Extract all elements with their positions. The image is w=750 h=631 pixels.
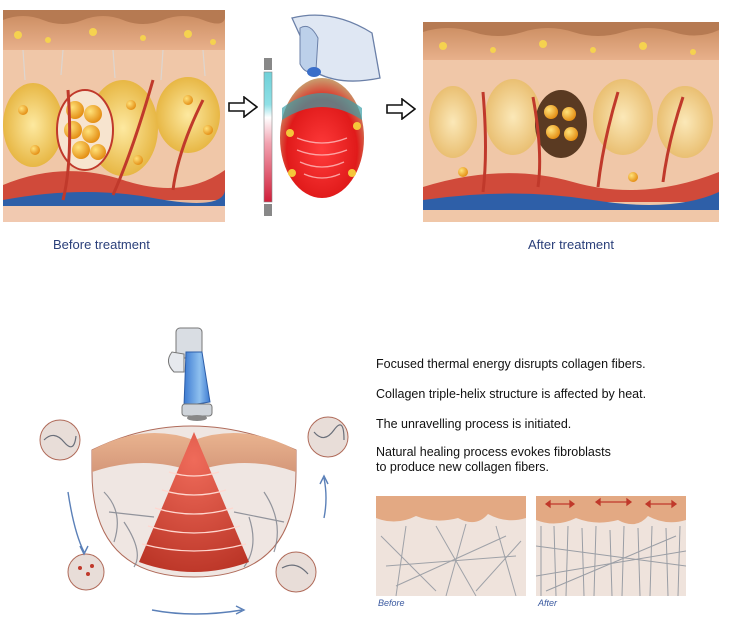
before-treatment-caption: Before treatment [53,237,150,252]
collagen-before-panel [376,496,526,596]
after-treatment-illustration [423,22,719,222]
bullet-healing-line1: Natural healing process evokes fibroblas… [376,445,611,459]
bullet-unravelling: The unravelling process is initiated. [376,417,572,431]
bullet-thermal-energy: Focused thermal energy disrupts collagen… [376,357,646,371]
bullet-healing: Natural healing process evokes fibroblas… [376,445,736,475]
collagen-after-label: After [538,598,558,608]
bullet-healing-line2: to produce new collagen fibers. [376,460,550,474]
right-arrow-icon [386,98,416,120]
hifu-collagen-illustration [34,322,354,622]
right-arrow-icon [228,96,258,118]
heated-tissue-illustration [272,8,384,206]
collagen-after-panel [536,496,686,596]
before-treatment-illustration [3,10,225,222]
temperature-scale-icon [262,58,274,218]
collagen-before-label: Before [378,598,405,608]
after-treatment-caption: After treatment [528,237,614,252]
bullet-triple-helix: Collagen triple-helix structure is affec… [376,387,647,401]
